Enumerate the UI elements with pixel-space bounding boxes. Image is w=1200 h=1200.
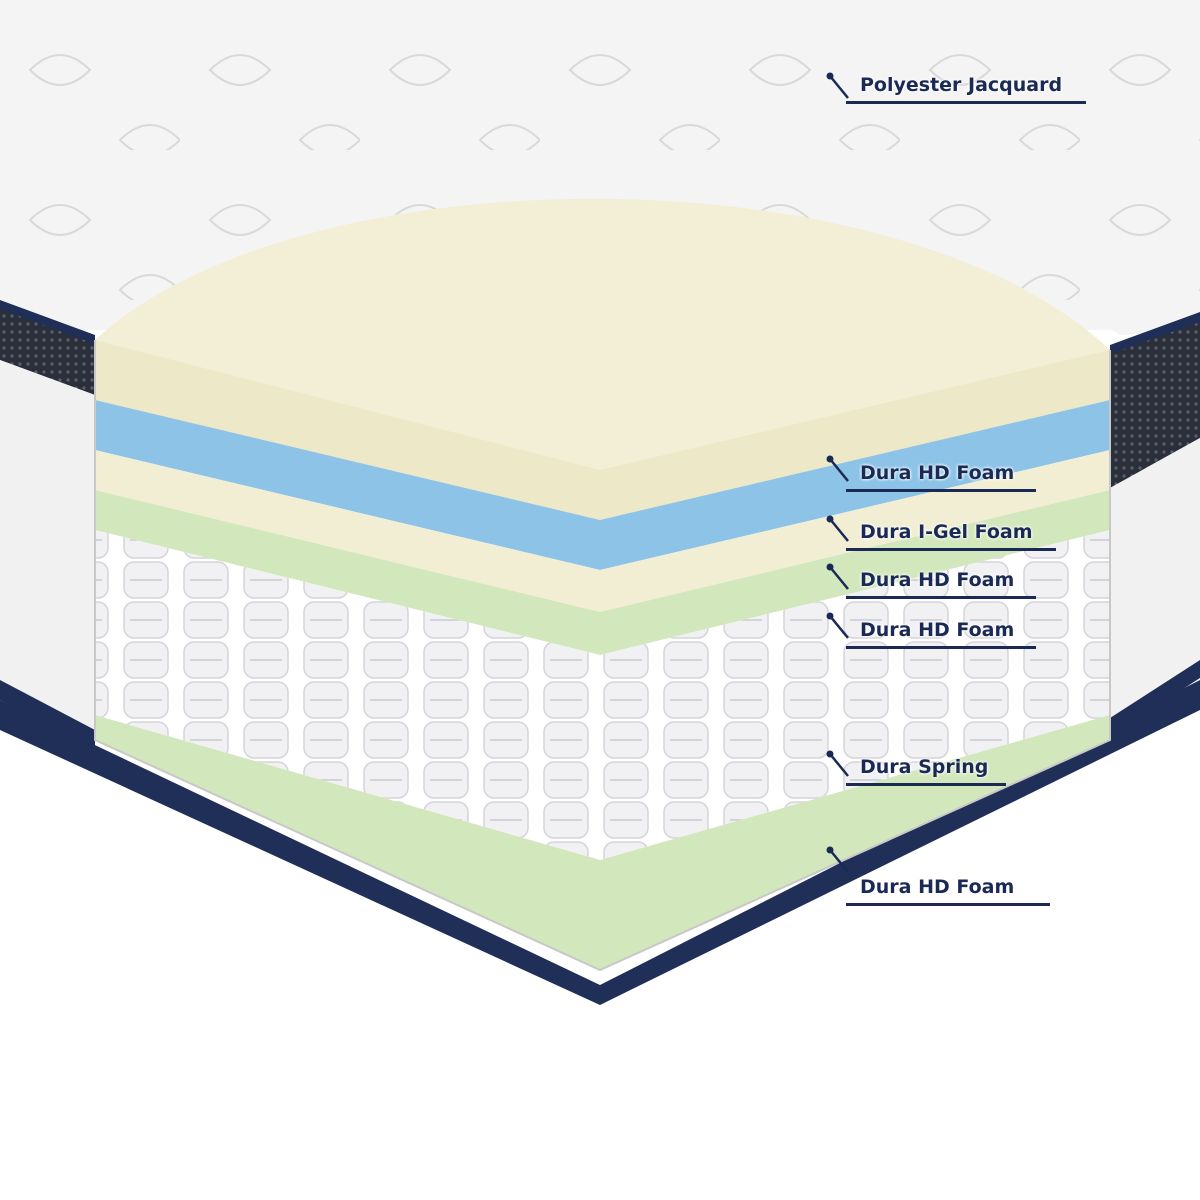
leader-layer2-icon xyxy=(826,515,849,542)
leader-base-icon xyxy=(826,846,849,873)
callout-cover: Polyester Jacquard xyxy=(846,70,1086,104)
pocket-springs xyxy=(95,530,1110,860)
callout-base-label: Dura HD Foam xyxy=(860,876,1015,898)
green-foam-base xyxy=(95,715,1110,970)
left-mesh-border xyxy=(0,305,95,395)
gel-foam-layer xyxy=(95,400,1110,570)
callout-layer3: Dura HD Foam xyxy=(846,565,1036,599)
leader-cover-icon xyxy=(826,72,849,99)
callout-layer2: Dura I-Gel Foam xyxy=(846,517,1056,551)
callout-base: Dura HD Foam xyxy=(846,872,1050,906)
left-top-piping xyxy=(0,300,95,344)
callout-springs-label: Dura Spring xyxy=(860,756,989,778)
green-foam-upper xyxy=(95,490,1110,655)
callout-layer3-label: Dura HD Foam xyxy=(860,569,1015,591)
callout-cover-label: Polyester Jacquard xyxy=(860,74,1063,96)
leader-layer1-icon xyxy=(826,455,849,482)
right-mesh-border xyxy=(1110,318,1200,488)
callout-layer4-label: Dura HD Foam xyxy=(860,619,1015,641)
callout-springs: Dura Spring xyxy=(846,752,1006,786)
cutaway-outline xyxy=(94,340,1111,972)
left-side-panel xyxy=(0,360,95,730)
left-piping xyxy=(0,680,95,748)
cream-foam-middle xyxy=(95,450,1110,612)
leader-springs-icon xyxy=(826,750,849,777)
callout-layer1-label: Dura HD Foam xyxy=(860,462,1015,484)
callout-layer1: Dura HD Foam xyxy=(846,458,1036,492)
callout-layer2-label: Dura I-Gel Foam xyxy=(860,521,1033,543)
callout-layer4: Dura HD Foam xyxy=(846,615,1036,649)
leader-layer3-icon xyxy=(826,563,849,590)
right-top-piping xyxy=(1110,312,1200,354)
leader-layer4-icon xyxy=(826,612,849,639)
cream-foam-top-face xyxy=(95,340,1110,520)
right-side-panel xyxy=(1110,438,1200,718)
